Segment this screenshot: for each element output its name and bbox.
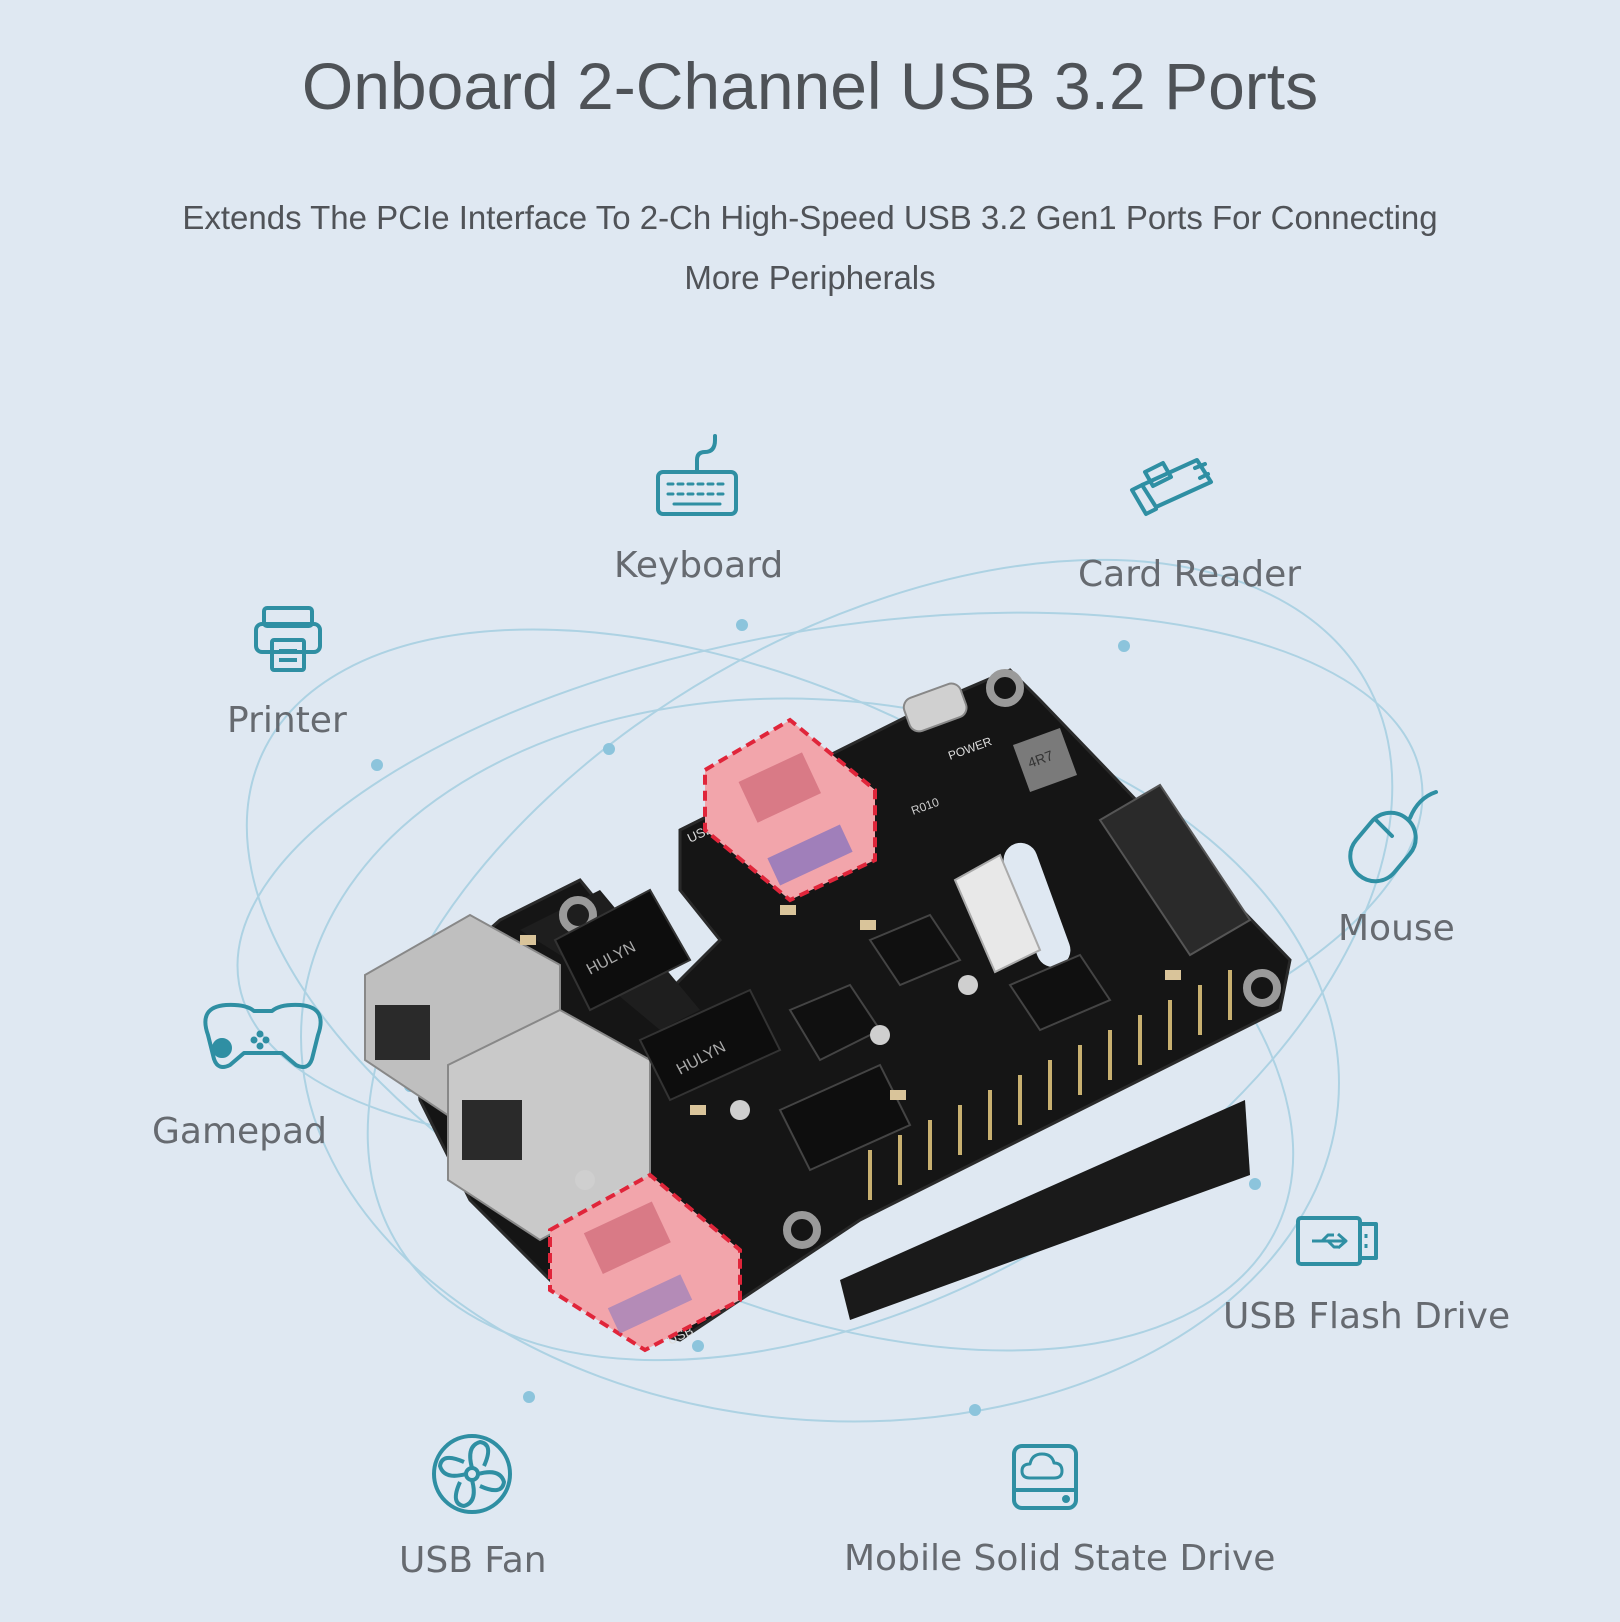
keyboard-icon — [656, 434, 738, 516]
label-keyboard: Keyboard — [614, 545, 784, 586]
label-gamepad: Gamepad — [152, 1111, 327, 1152]
usb-port-top — [703, 717, 877, 903]
usb-flash-drive-icon — [1296, 1216, 1378, 1266]
ssd-cloud-icon — [1012, 1444, 1078, 1510]
subtitle-line-2: More Peripherals — [684, 259, 936, 296]
subtitle-line-1: Extends The PCIe Interface To 2-Ch High-… — [182, 199, 1438, 236]
card-reader-icon — [1130, 458, 1213, 516]
label-mobile-ssd: Mobile Solid State Drive — [844, 1538, 1276, 1579]
usb-port-bottom — [548, 1172, 742, 1353]
mouse-icon — [1348, 790, 1438, 884]
page-title: Onboard 2-Channel USB 3.2 Ports — [301, 49, 1319, 123]
label-usb-flash-drive: USB Flash Drive — [1223, 1296, 1511, 1337]
pcb-board: USB USB POWER ETH HULYN HULYN 4R7 R010 — [364, 668, 1292, 1348]
page-subtitle: Extends The PCIe Interface To 2-Ch High-… — [150, 188, 1470, 308]
label-mouse: Mouse — [1338, 908, 1455, 949]
label-usb-fan: USB Fan — [399, 1540, 547, 1581]
gamepad-icon — [203, 1002, 323, 1069]
label-card-reader: Card Reader — [1078, 554, 1302, 595]
fan-icon — [432, 1434, 512, 1514]
printer-icon — [254, 606, 322, 672]
label-printer: Printer — [227, 700, 347, 741]
